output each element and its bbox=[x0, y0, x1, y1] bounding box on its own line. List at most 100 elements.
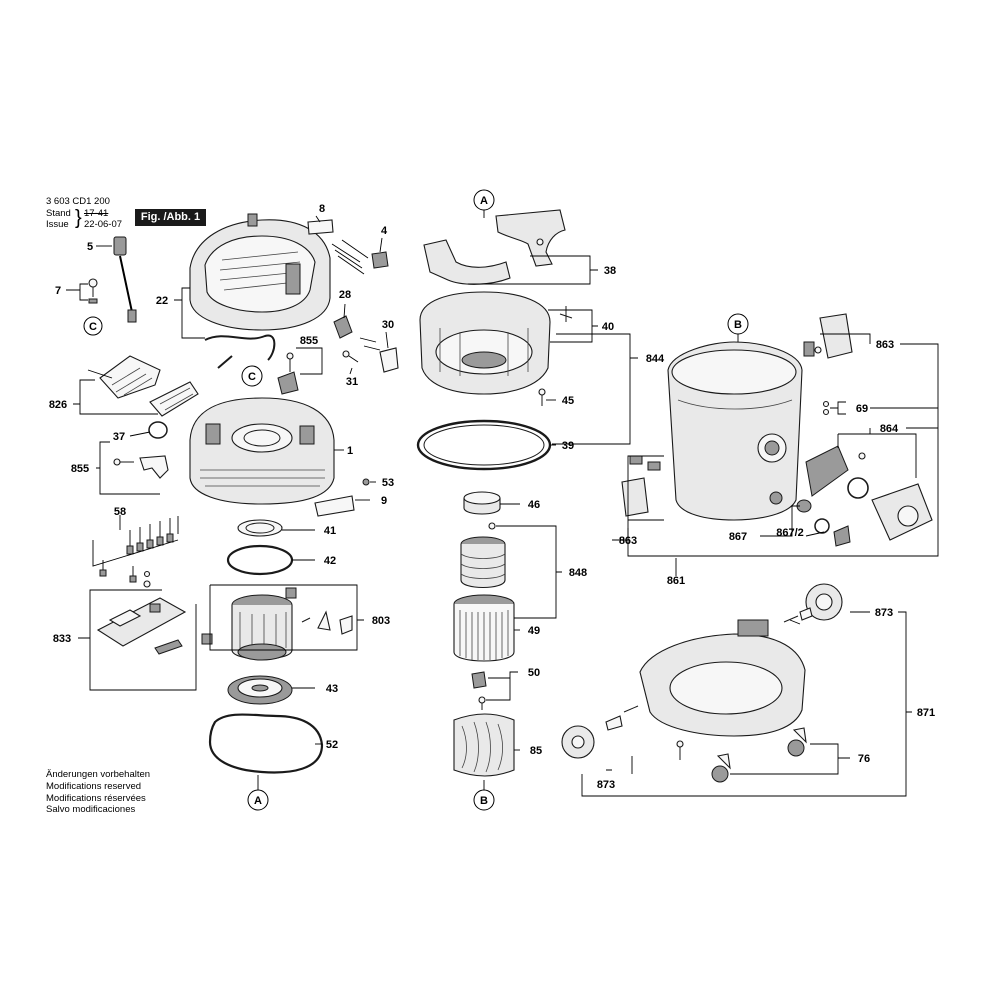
part-46-cap bbox=[463, 491, 501, 515]
part-861-container bbox=[667, 341, 803, 521]
part-38-wedge-upper bbox=[495, 209, 566, 267]
stand-value: 17-41 bbox=[84, 208, 109, 219]
part-69-screws bbox=[822, 400, 830, 416]
label-5: 5 bbox=[87, 241, 93, 253]
part-43-fan bbox=[227, 675, 293, 705]
part-labels: 8 4 5 7 22 28 30 855 31 826 37 855 1 53 … bbox=[49, 203, 935, 791]
label-30: 30 bbox=[382, 319, 394, 331]
part-871-chassis bbox=[639, 619, 806, 737]
label-39: 39 bbox=[562, 440, 574, 452]
part-803-motor bbox=[201, 587, 353, 661]
label-43: 43 bbox=[326, 683, 338, 695]
label-52: 52 bbox=[326, 739, 338, 751]
label-69: 69 bbox=[856, 403, 868, 415]
part-855-clamp bbox=[277, 352, 299, 395]
label-53: 53 bbox=[382, 477, 394, 489]
label-803: 803 bbox=[372, 615, 390, 627]
label-40: 40 bbox=[602, 321, 614, 333]
label-867-2: 867/2 bbox=[776, 527, 804, 539]
stand-label: Stand bbox=[46, 208, 71, 219]
note-en: Modifications reserved bbox=[46, 780, 142, 792]
part-833-board bbox=[96, 570, 187, 655]
part-42-seal bbox=[226, 544, 294, 576]
part-9-plate bbox=[314, 495, 355, 517]
label-855-top: 855 bbox=[300, 335, 318, 347]
part-41-ring bbox=[237, 519, 283, 537]
part-844-housing bbox=[419, 291, 573, 395]
part-1-housing bbox=[189, 397, 335, 505]
label-863-bottom: 863 bbox=[619, 535, 637, 547]
label-873-top: 873 bbox=[875, 607, 893, 619]
part-38-wedge-lower bbox=[423, 239, 511, 285]
part-4-block bbox=[371, 251, 389, 269]
part-867-cap bbox=[796, 499, 851, 547]
figure-label: Fig. /Abb. 1 bbox=[135, 209, 206, 226]
part-31-screw bbox=[342, 350, 359, 363]
part-7-screw bbox=[88, 278, 98, 304]
label-8: 8 bbox=[319, 203, 325, 215]
part-855-clamp-left bbox=[113, 455, 169, 479]
label-46: 46 bbox=[528, 499, 540, 511]
leaders-left bbox=[66, 215, 389, 792]
part-39-gasket bbox=[416, 419, 552, 471]
part-52-seal bbox=[208, 713, 324, 774]
label-864: 864 bbox=[880, 423, 899, 435]
label-871: 871 bbox=[917, 707, 935, 719]
label-58: 58 bbox=[114, 506, 126, 518]
note-es: Salvo modificaciones bbox=[46, 804, 136, 816]
ref-B-bottom: B bbox=[473, 789, 495, 811]
part-5-probe bbox=[113, 236, 137, 323]
note-fr: Modifications réservées bbox=[46, 792, 146, 804]
note-de: Änderungen vorbehalten bbox=[46, 769, 151, 780]
label-22: 22 bbox=[156, 295, 168, 307]
label-76: 76 bbox=[858, 753, 870, 765]
label-28: 28 bbox=[339, 289, 351, 301]
modification-notes: Änderungen vorbehalten Modifications res… bbox=[46, 769, 150, 816]
label-42: 42 bbox=[324, 555, 336, 567]
svg-text:B: B bbox=[734, 319, 742, 331]
issue-label: Issue bbox=[46, 219, 69, 230]
part-50-clip bbox=[471, 671, 487, 710]
label-9: 9 bbox=[381, 495, 387, 507]
label-85: 85 bbox=[530, 745, 542, 757]
part-8-label bbox=[307, 219, 334, 235]
label-4: 4 bbox=[381, 225, 388, 237]
part-76-castors bbox=[711, 727, 807, 783]
part-863-upper-latch bbox=[803, 313, 853, 359]
svg-text:B: B bbox=[480, 795, 488, 807]
label-855-left: 855 bbox=[71, 463, 89, 475]
brace: } bbox=[75, 207, 82, 229]
part-49-filter bbox=[453, 594, 515, 662]
part-58-cables bbox=[99, 516, 179, 583]
part-863-lower-latch bbox=[621, 455, 661, 517]
ref-C-mid: C bbox=[241, 365, 263, 387]
label-826: 826 bbox=[49, 399, 67, 411]
label-844: 844 bbox=[646, 353, 665, 365]
issue-value: 22-06-07 bbox=[84, 219, 123, 230]
part-864-outlet bbox=[805, 445, 933, 541]
label-867: 867 bbox=[729, 531, 747, 543]
part-873-wheel bbox=[783, 583, 843, 623]
part-848-filter-cage bbox=[460, 522, 506, 589]
part-8-brushes bbox=[331, 239, 369, 275]
part-873-lower-wheel bbox=[561, 705, 684, 760]
label-50: 50 bbox=[528, 667, 540, 679]
part-22-cover bbox=[189, 213, 331, 331]
label-38: 38 bbox=[604, 265, 616, 277]
ref-A-bottom: A bbox=[247, 789, 269, 811]
leaders-mid bbox=[468, 210, 638, 790]
part-826-handles bbox=[87, 355, 199, 417]
label-49: 49 bbox=[528, 625, 540, 637]
svg-text:A: A bbox=[480, 195, 488, 207]
label-7: 7 bbox=[55, 285, 61, 297]
svg-text:A: A bbox=[254, 795, 262, 807]
label-861: 861 bbox=[667, 575, 685, 587]
ref-A-top: A bbox=[473, 189, 495, 211]
part-37-oring bbox=[148, 421, 168, 439]
svg-text:C: C bbox=[89, 321, 97, 333]
label-873-bottom: 873 bbox=[597, 779, 615, 791]
part-53-screw bbox=[362, 478, 370, 486]
label-31: 31 bbox=[346, 376, 358, 388]
